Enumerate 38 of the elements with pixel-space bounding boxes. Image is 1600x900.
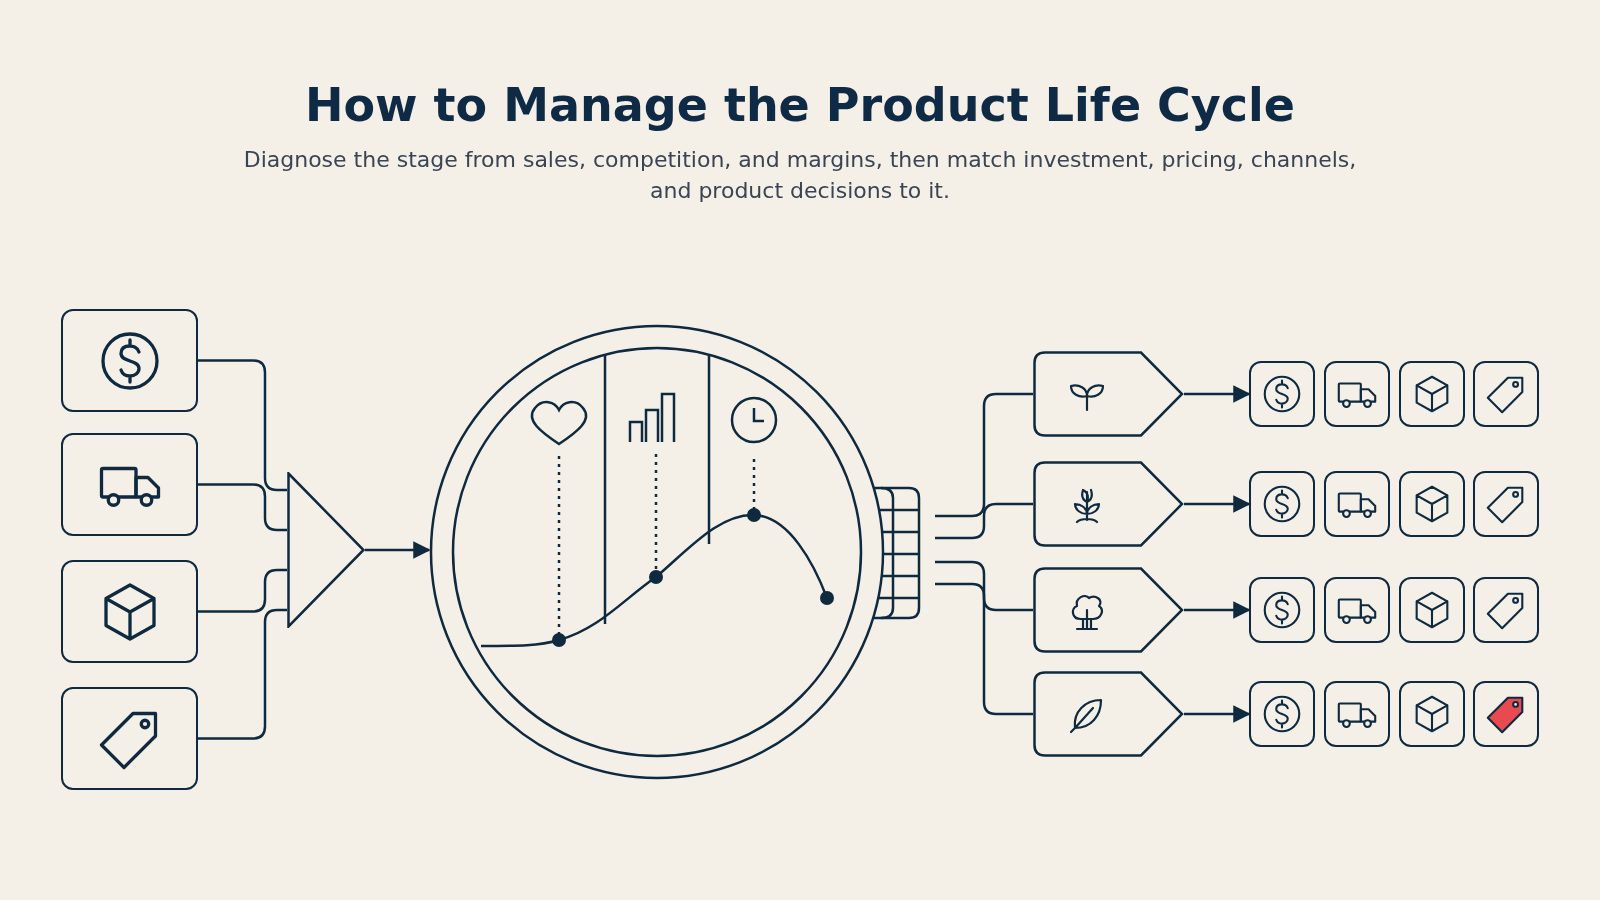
- arrow: [1184, 705, 1251, 723]
- subtitle: Diagnose the stage from sales, competition, and margins, then match investment, pricing, channels, and product decisions to it.: [243, 147, 1357, 203]
- connector-line: [935, 560, 1033, 612]
- icon-tile: [1473, 681, 1539, 747]
- icon-tile: [1249, 471, 1315, 537]
- connector-line: [935, 582, 1033, 716]
- icon-tile: [61, 433, 198, 536]
- icon-tile: [1399, 471, 1465, 537]
- arrow: [1184, 385, 1251, 403]
- icon-tile: [1399, 577, 1465, 643]
- icon-tile: [1324, 577, 1390, 643]
- icon-tile: [1399, 361, 1465, 427]
- icon-tile: [1473, 361, 1539, 427]
- connector-line: [935, 502, 1033, 540]
- icon-tile: [1324, 471, 1390, 537]
- icon-tile: [61, 309, 198, 412]
- arrow: [1184, 495, 1251, 513]
- title: How to Manage the Product Life Cycle: [304, 78, 1296, 132]
- icon-tile: [61, 687, 198, 790]
- stage-tag: [1033, 351, 1184, 437]
- icon-tile: [1249, 681, 1315, 747]
- stage-tag: [1033, 461, 1184, 547]
- connector-line: [935, 392, 1033, 518]
- icon-tile: [1473, 577, 1539, 643]
- icon-tile: [1324, 681, 1390, 747]
- icon-tile: [61, 560, 198, 663]
- stage-tag: [1033, 567, 1184, 653]
- arrow: [365, 541, 431, 559]
- merge-triangle: [287, 472, 365, 628]
- icon-tile: [1473, 471, 1539, 537]
- arrow: [1184, 601, 1251, 619]
- icon-tile: [1249, 361, 1315, 427]
- icon-tile: [1249, 577, 1315, 643]
- icon-tile: [1399, 681, 1465, 747]
- connector-line: [198, 359, 287, 492]
- stage-tag: [1033, 671, 1184, 757]
- icon-tile: [1324, 361, 1390, 427]
- connector-line: [198, 608, 287, 740]
